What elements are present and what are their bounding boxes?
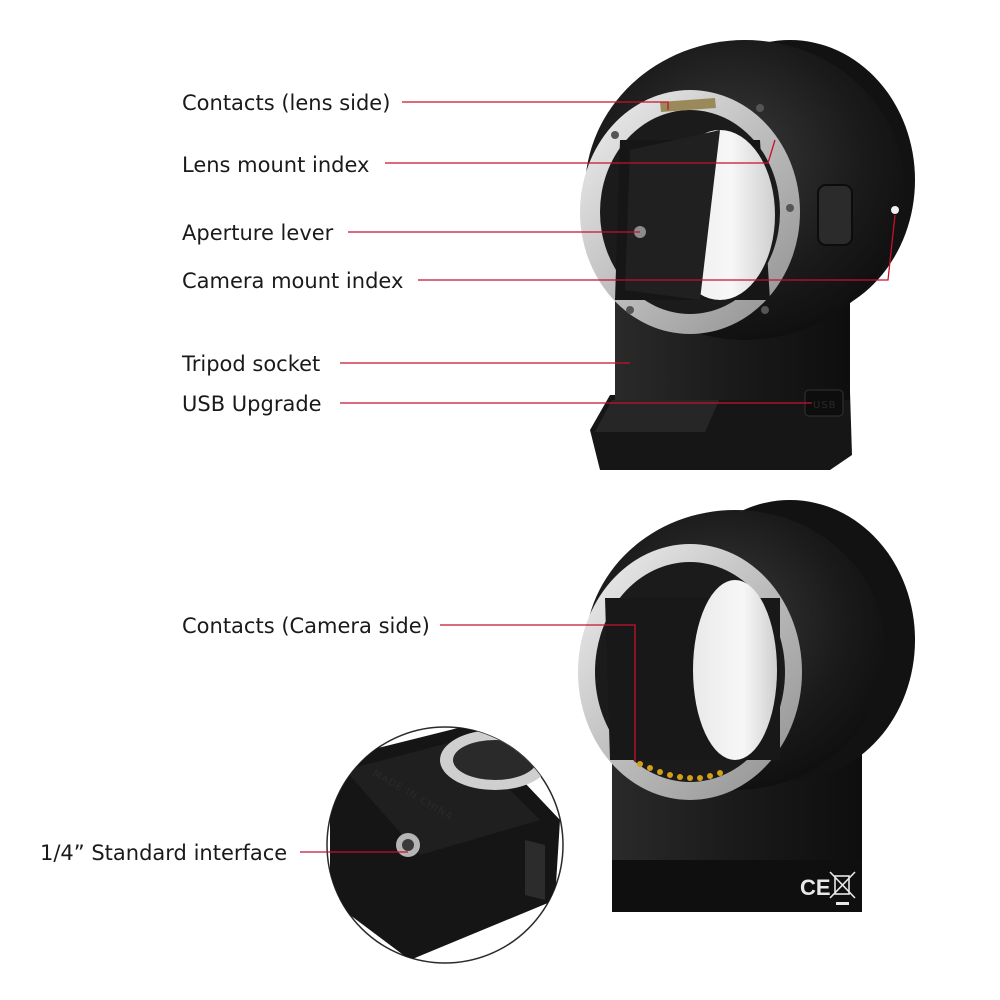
camera-side-contacts — [637, 761, 723, 781]
usb-marking: USB — [813, 400, 837, 411]
label-camera-mount-index: Camera mount index — [182, 269, 403, 293]
weee-bin-icon — [829, 871, 856, 905]
label-lens-mount-index: Lens mount index — [182, 153, 369, 177]
label-tripod-socket: Tripod socket — [181, 352, 320, 376]
adapter-lens-side-image: USB — [580, 40, 915, 470]
label-aperture-lever: Aperture lever — [182, 221, 334, 245]
label-contacts-camera-side: Contacts (Camera side) — [182, 614, 430, 638]
ce-marking: CE — [800, 875, 831, 900]
label-standard-interface: 1/4” Standard interface — [40, 841, 287, 865]
label-contacts-lens-side: Contacts (lens side) — [182, 91, 390, 115]
tripod-foot-closeup-image: MADE IN CHINA — [326, 726, 564, 964]
adapter-camera-side-image: CE — [578, 500, 915, 912]
leader-lines — [300, 101, 896, 853]
label-usb-upgrade: USB Upgrade — [182, 392, 322, 416]
